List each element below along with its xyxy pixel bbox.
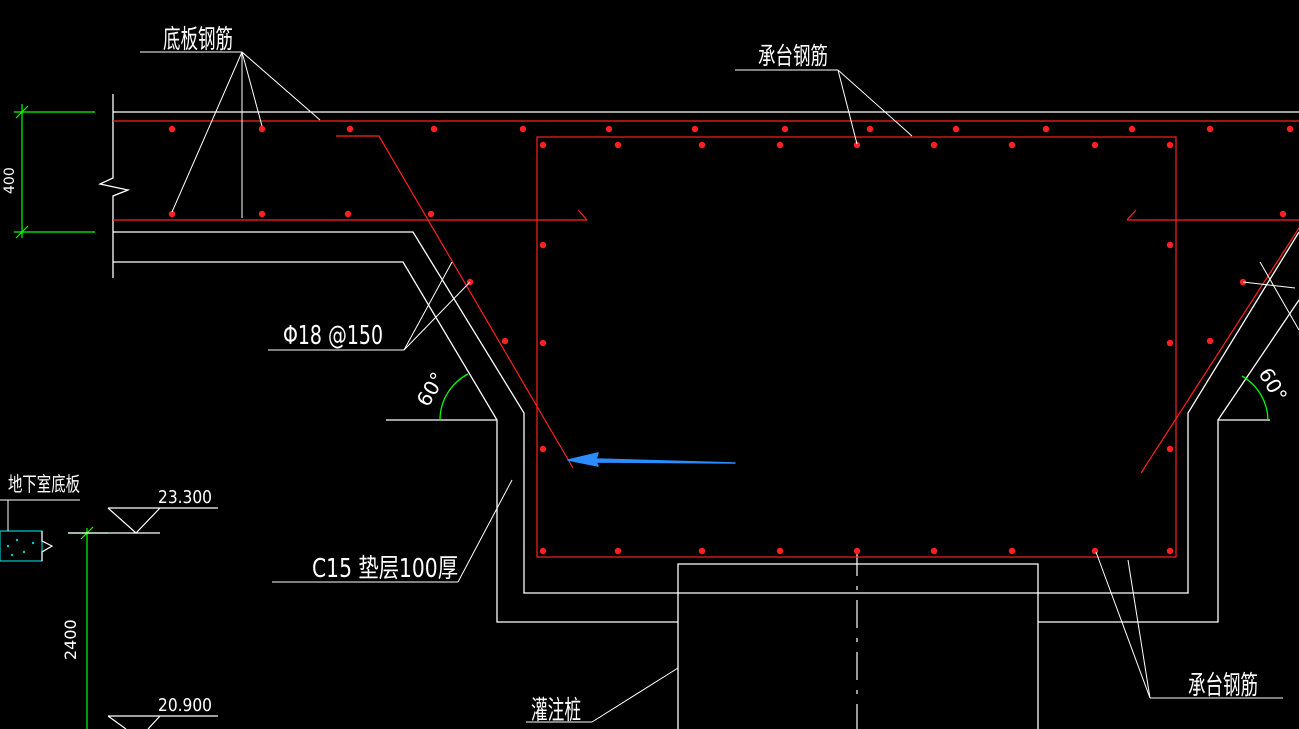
rebar-dot	[1166, 141, 1174, 149]
rebar-dot	[1279, 210, 1287, 218]
elevation-triangle-icon	[107, 715, 218, 729]
rebar-dot	[1206, 125, 1214, 133]
rebar-dot	[1091, 141, 1099, 149]
rebar-dot	[614, 141, 622, 149]
rebar-dot	[614, 547, 622, 555]
rebar-dot	[168, 210, 176, 218]
label-bottom-slab-rebar: 底板钢筋	[163, 25, 233, 55]
rebar-dot	[258, 210, 266, 218]
angle-arc-left	[439, 373, 469, 421]
rebar-dot	[781, 125, 789, 133]
rebar-dot	[698, 547, 706, 555]
label-cap-rebar-bottom: 承台钢筋	[1188, 671, 1258, 701]
label-basement-slab: 地下室底板	[8, 472, 80, 496]
rebar-dot	[1166, 241, 1174, 249]
rebar-dot	[853, 141, 861, 149]
rebar-dot	[427, 210, 435, 218]
label-angle-left: 60°	[412, 368, 451, 411]
label-cap-rebar-top: 承台钢筋	[758, 42, 828, 70]
leader-lines	[140, 51, 1299, 723]
rebar-dot	[605, 125, 613, 133]
rebar-dot	[430, 125, 438, 133]
rebar-dot	[501, 337, 509, 345]
rebar-dot	[344, 210, 352, 218]
angle-arc-right	[1241, 375, 1269, 421]
rebar-dot	[539, 445, 547, 453]
rebar-dot	[1286, 125, 1294, 133]
rebar-dot	[1091, 547, 1099, 555]
rebar-dot	[1042, 125, 1050, 133]
rebar-dot	[698, 141, 706, 149]
rebar-dot	[952, 125, 960, 133]
slab-thickness-value: 400	[2, 167, 18, 194]
rebar-dot	[1166, 445, 1174, 453]
rebar-dot	[1128, 125, 1136, 133]
elevation-triangle-icon	[68, 507, 218, 534]
rebar-dots	[168, 125, 1294, 555]
rebar-dot	[539, 339, 547, 347]
rebar-dot	[691, 125, 699, 133]
label-bar-spec: Φ18 @150	[283, 321, 383, 351]
rebar-dot	[519, 125, 527, 133]
rebar-dot	[1206, 337, 1214, 345]
rebar-dot	[866, 125, 874, 133]
label-bored-pile: 灌注桩	[531, 696, 581, 726]
rebar-dot	[258, 125, 266, 133]
rebar-lines	[113, 120, 1299, 558]
break-line-icon	[97, 94, 131, 278]
label-angle-right: 60°	[1254, 364, 1293, 407]
rebar-dot	[930, 141, 938, 149]
arrow-icon	[567, 452, 736, 467]
elevation-top: 23.300	[158, 487, 212, 508]
rebar-dot	[776, 547, 784, 555]
rebar-dot	[346, 125, 354, 133]
height-span-value: 2400	[61, 619, 80, 660]
elevation-bottom: 20.900	[158, 695, 212, 716]
rebar-dot	[1166, 339, 1174, 347]
rebar-dot	[168, 125, 176, 133]
rebar-dot	[1166, 547, 1174, 555]
rebar-dot	[1008, 547, 1016, 555]
label-cushion: C15 垫层100厚	[312, 554, 458, 584]
concrete-outline	[97, 94, 1299, 729]
rebar-dot	[853, 547, 861, 555]
rebar-dot	[930, 547, 938, 555]
rebar-dot	[776, 141, 784, 149]
slab-thickness-dimension	[14, 104, 95, 239]
rebar-dot	[1008, 141, 1016, 149]
rebar-dot	[539, 241, 547, 249]
rebar-dot	[539, 141, 547, 149]
basement-slab-section	[0, 499, 80, 562]
rebar-dot	[539, 547, 547, 555]
